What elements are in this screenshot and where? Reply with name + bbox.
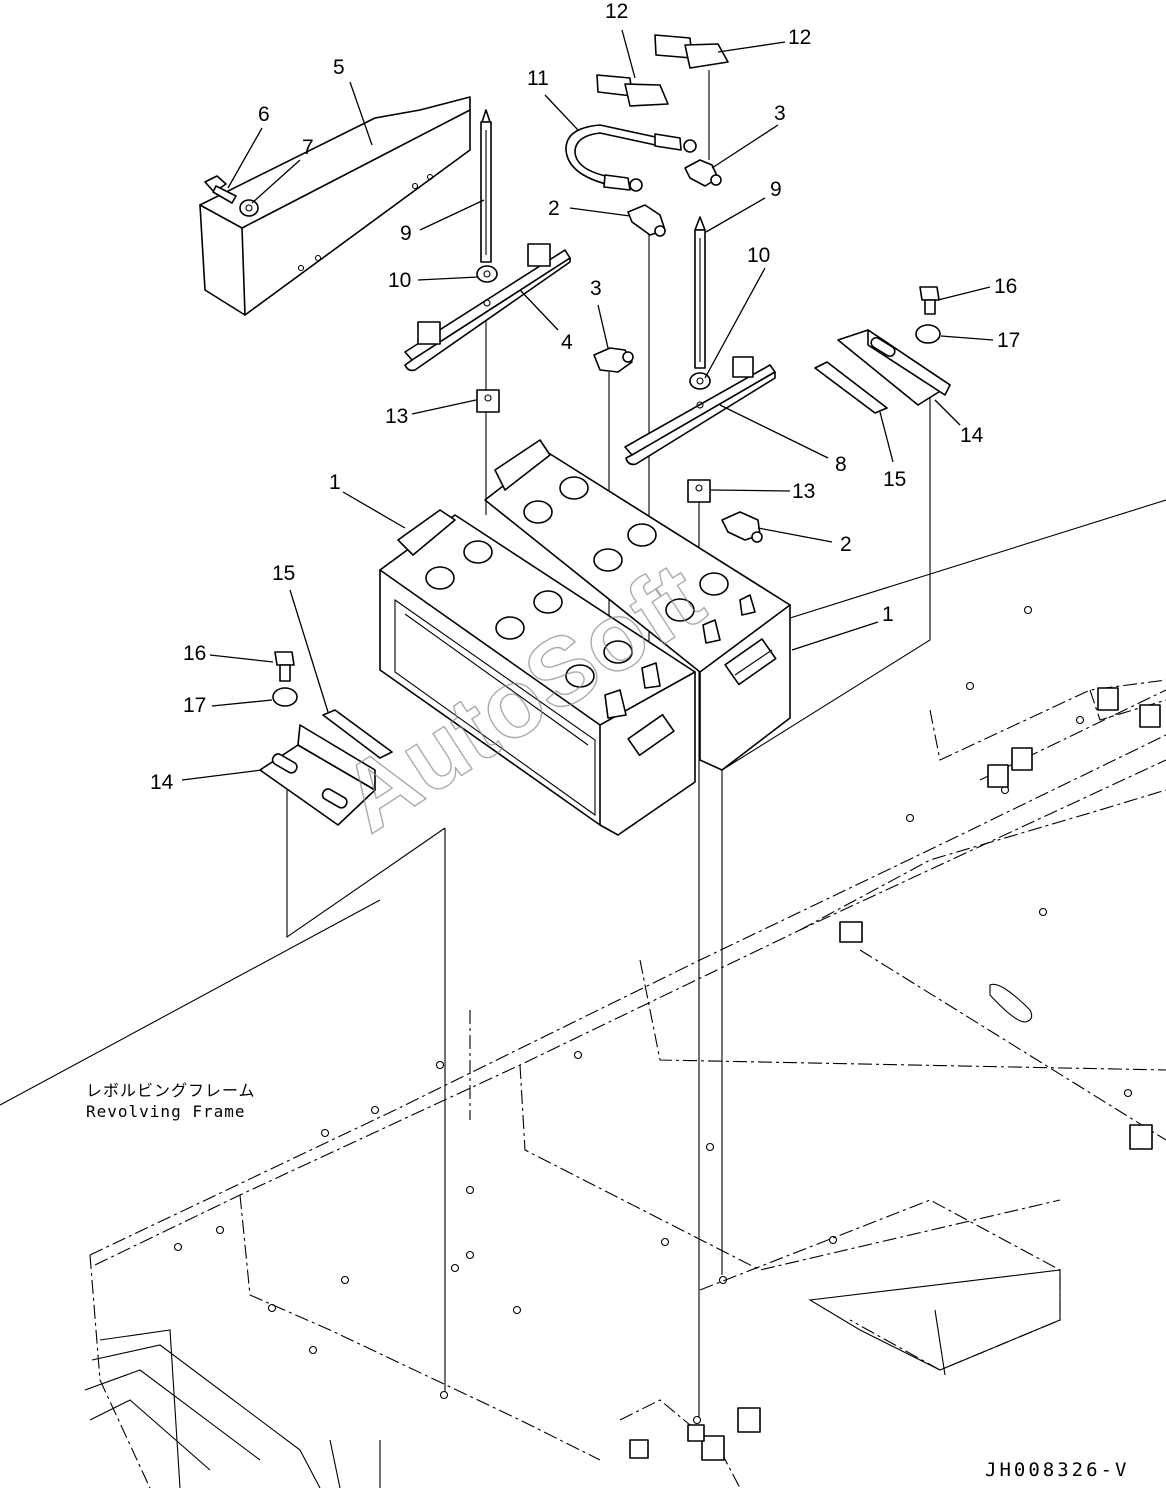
callout-15-right: 15 xyxy=(883,468,906,491)
bolt-16-left xyxy=(274,651,295,682)
battery-front xyxy=(379,509,696,836)
callout-13-left: 13 xyxy=(385,405,408,428)
callout-12-left: 12 xyxy=(605,0,628,23)
revolving-frame xyxy=(0,499,1166,1488)
callout-leaders xyxy=(181,29,994,781)
callout-2-mid: 2 xyxy=(840,533,852,556)
terminal-cover-12-left xyxy=(596,74,669,107)
washer-17-left xyxy=(272,687,298,707)
j-bolt-right xyxy=(694,216,706,369)
callout-numbers: 12 12 11 5 6 7 3 9 9 2 10 10 4 3 16 17 1… xyxy=(150,0,1020,794)
frame-label-japanese: レボルビングフレーム xyxy=(86,1081,256,1100)
battery-cover xyxy=(199,96,471,316)
washer-10-left xyxy=(476,265,498,283)
nut-13-left xyxy=(476,389,500,413)
bracket-14-right xyxy=(837,329,951,406)
pad-15-left xyxy=(322,709,393,759)
terminal-clamp-2-mid xyxy=(721,511,763,543)
bracket-14-left xyxy=(259,724,376,826)
callout-17-right: 17 xyxy=(997,329,1020,352)
callout-9-right: 9 xyxy=(770,178,782,201)
washer-10-right-hole xyxy=(696,377,704,385)
callout-11: 11 xyxy=(527,67,549,90)
cable-11 xyxy=(565,124,697,192)
callout-10-right: 10 xyxy=(747,244,770,267)
clamp-bar-8 xyxy=(624,356,776,466)
callout-14-right: 14 xyxy=(960,424,984,447)
clamp-bar-4 xyxy=(404,243,571,372)
nut-13-right xyxy=(687,479,711,503)
callout-12-right: 12 xyxy=(788,26,811,49)
callout-1-left: 1 xyxy=(329,471,341,494)
callout-4: 4 xyxy=(561,331,573,354)
j-bolt-left xyxy=(480,109,492,263)
pad-15-right xyxy=(814,361,888,414)
callout-9-left: 9 xyxy=(400,222,412,245)
callout-6: 6 xyxy=(258,103,270,126)
callout-13-right: 13 xyxy=(792,480,815,503)
callout-16-left: 16 xyxy=(183,642,206,665)
callout-15-left: 15 xyxy=(272,562,295,585)
terminal-clamp-2-top xyxy=(627,204,666,237)
callout-1-right: 1 xyxy=(882,603,894,626)
frame-nuts xyxy=(629,687,1161,1461)
callout-10-left: 10 xyxy=(388,269,411,292)
terminal-clamp-3-top xyxy=(684,159,722,187)
callout-5: 5 xyxy=(333,56,345,79)
callout-3-top: 3 xyxy=(774,102,786,125)
washer-17-right xyxy=(915,324,941,344)
callout-2-top: 2 xyxy=(548,197,560,220)
battery-rear-caps xyxy=(523,476,729,622)
terminal-cover-12-right xyxy=(654,34,729,69)
washer-10-left-hole xyxy=(483,270,491,278)
callout-14-left: 14 xyxy=(150,771,174,794)
frame-label-english: Revolving Frame xyxy=(86,1102,246,1121)
battery-rear xyxy=(484,439,791,771)
terminal-clamp-3-mid xyxy=(593,347,634,373)
frame-holes xyxy=(173,605,1133,1425)
washer-7 xyxy=(239,199,259,217)
callout-17-left: 17 xyxy=(183,694,206,717)
callout-7: 7 xyxy=(302,136,314,159)
drawing-code: JH008326-V xyxy=(985,1459,1129,1481)
battery-front-caps xyxy=(425,540,633,688)
callout-16-right: 16 xyxy=(994,275,1017,298)
callout-3-mid: 3 xyxy=(590,277,602,300)
bolt-6 xyxy=(204,175,237,204)
bolt-16-right xyxy=(919,286,940,315)
callout-8: 8 xyxy=(835,453,847,476)
